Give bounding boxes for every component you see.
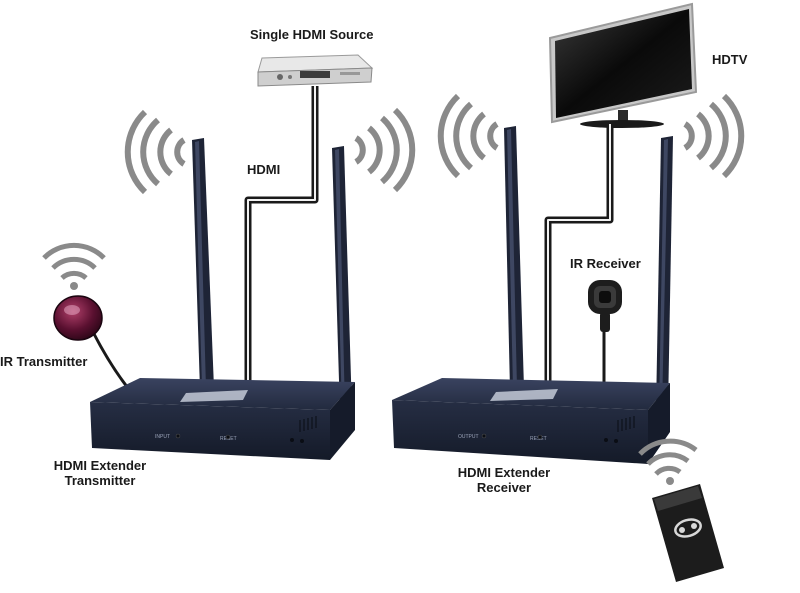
svg-text:RESET: RESET	[530, 436, 547, 442]
label-receiver-line1: HDMI Extender	[457, 465, 551, 480]
hdmi-extender-transmitter-device: INPUT RESET	[90, 378, 355, 460]
ir-transmitter-cable	[91, 331, 130, 389]
label-ir-transmitter: IR Transmitter	[0, 354, 88, 369]
hdmi-cable-tv-inner	[547, 124, 611, 388]
svg-text:OUTPUT: OUTPUT	[458, 434, 479, 440]
wifi-waves-icon	[124, 109, 186, 195]
label-hdmi: HDMI	[247, 162, 281, 177]
ir-transmitter-device	[53, 295, 103, 341]
rx-antenna-left	[504, 126, 524, 390]
svg-text:INPUT: INPUT	[155, 434, 170, 440]
wifi-waves-icon	[638, 438, 698, 485]
label-transmitter: HDMI Extender Transmitter	[40, 458, 160, 488]
ir-receiver-device	[588, 280, 622, 332]
label-single-hdmi-source: Single HDMI Source	[250, 27, 374, 42]
label-transmitter-line2: Transmitter	[64, 473, 136, 488]
wifi-waves-icon	[683, 93, 745, 179]
hdtv-device	[548, 2, 698, 128]
label-receiver-line2: Receiver	[476, 480, 532, 495]
tx-antenna-left	[192, 138, 214, 390]
label-hdtv: HDTV	[712, 52, 748, 67]
rx-antenna-right	[656, 136, 673, 410]
wifi-waves-icon	[42, 242, 106, 290]
label-receiver: HDMI Extender Receiver	[444, 465, 564, 495]
label-ir-receiver: IR Receiver	[570, 256, 641, 271]
wifi-waves-icon	[354, 107, 416, 193]
remote-control-icon	[652, 484, 724, 582]
tx-antenna-right	[332, 146, 352, 414]
wifi-waves-icon	[437, 93, 499, 179]
hdmi-source-device	[257, 54, 374, 87]
hdmi-cable-source	[244, 86, 319, 392]
hdmi-extender-receiver-device: OUTPUT RESET	[392, 378, 670, 464]
label-transmitter-line1: HDMI Extender	[53, 458, 147, 473]
hdmi-cable-source-inner	[247, 86, 316, 392]
